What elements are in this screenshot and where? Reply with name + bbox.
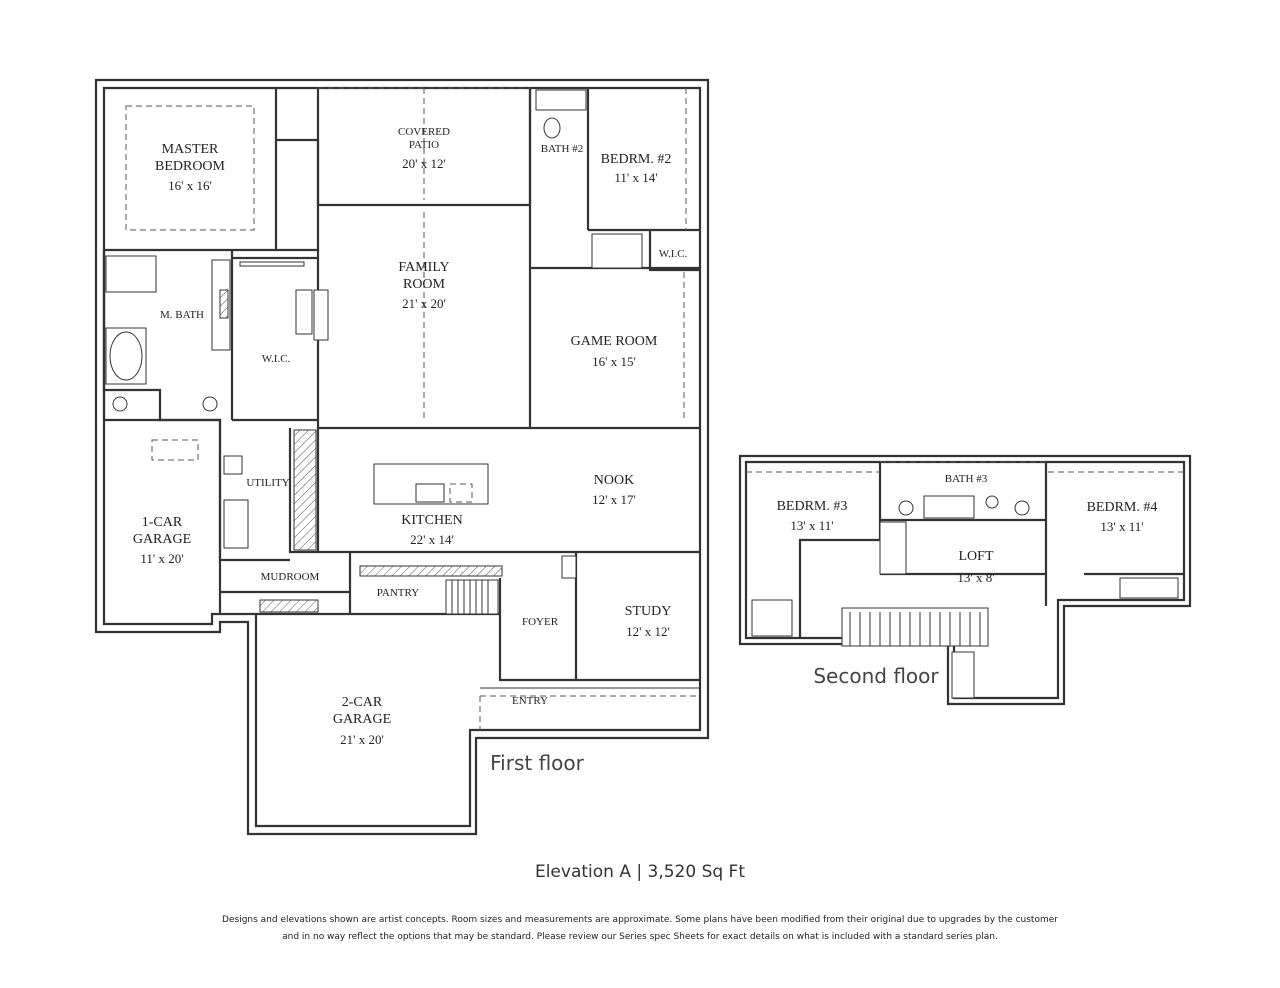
master-bedroom-dimensions: 16' x 16': [168, 178, 212, 193]
bedroom-3-dimensions: 13' x 11': [790, 518, 833, 533]
walk-in-closet-label: W.I.C.: [262, 353, 291, 365]
two-car-garage-label-line2: GARAGE: [333, 712, 391, 727]
one-car-garage-label-line2: GARAGE: [133, 532, 191, 547]
study-label: STUDY: [625, 604, 672, 619]
first-floor-dashed-lines: [125, 87, 700, 730]
bedroom-2-dimensions: 11' x 14': [614, 170, 657, 185]
covered-patio-label-line2: PATIO: [409, 139, 439, 151]
first-floor-walls: [94, 78, 710, 836]
first-floor-label: First floor: [490, 751, 585, 775]
bedroom-2-label: BEDRM. #2: [601, 152, 672, 167]
first-floor-room-labels: MASTER BEDROOM 16' x 16' COVERED PATIO 2…: [133, 126, 688, 747]
kitchen-label: KITCHEN: [401, 513, 462, 528]
covered-patio-label-line1: COVERED: [398, 126, 450, 138]
first-floor-stairs: [445, 579, 499, 615]
first-floor-fixtures: [105, 89, 643, 615]
nook-label: NOOK: [594, 473, 634, 488]
pantry-label: PANTRY: [377, 587, 419, 599]
second-floor-stairs: [841, 607, 989, 647]
bedroom-4-label: BEDRM. #4: [1087, 500, 1158, 515]
walk-in-closet-2-label: W.I.C.: [659, 248, 688, 260]
game-room-label: GAME ROOM: [571, 334, 658, 349]
disclaimer-line-1: Designs and elevations shown are artist …: [222, 915, 1058, 925]
covered-patio-dimensions: 20' x 12': [402, 156, 446, 171]
second-floor-label: Second floor: [813, 664, 939, 688]
bath-2-label: BATH #2: [541, 143, 583, 155]
bedroom-3-label: BEDRM. #3: [777, 499, 848, 514]
bedroom-4-dimensions: 13' x 11': [1100, 519, 1143, 534]
one-car-garage-label-line1: 1-CAR: [142, 515, 183, 530]
master-bath-label: M. BATH: [160, 309, 204, 321]
entry-label: ENTRY: [512, 695, 548, 707]
master-bedroom-label-line1: MASTER: [162, 142, 219, 157]
study-dimensions: 12' x 12': [626, 624, 670, 639]
utility-label: UTILITY: [246, 477, 289, 489]
second-floor-room-labels: BATH #3 BEDRM. #3 13' x 11' BEDRM. #4 13…: [777, 473, 1158, 585]
kitchen-dimensions: 22' x 14': [410, 532, 454, 547]
family-room-dimensions: 21' x 20': [402, 296, 446, 311]
elevation-caption: Elevation A | 3,520 Sq Ft: [534, 862, 746, 882]
mudroom-label: MUDROOM: [261, 571, 320, 583]
one-car-garage-dimensions: 11' x 20': [140, 551, 183, 566]
two-car-garage-dimensions: 21' x 20': [340, 732, 384, 747]
family-room-label-line1: FAMILY: [398, 260, 449, 275]
family-room-label-line2: ROOM: [403, 277, 446, 292]
bath-3-label: BATH #3: [945, 473, 988, 485]
nook-dimensions: 12' x 17': [592, 492, 636, 507]
master-bedroom-label-line2: BEDROOM: [155, 159, 226, 174]
loft-dimensions: 13' x 8': [957, 570, 994, 585]
second-floor-walls: [738, 454, 1192, 706]
two-car-garage-label-line1: 2-CAR: [342, 695, 383, 710]
loft-label: LOFT: [959, 549, 994, 564]
disclaimer-line-2: and in no way reflect the options that m…: [282, 932, 998, 942]
game-room-dimensions: 16' x 15': [592, 354, 636, 369]
disclaimer: Designs and elevations shown are artist …: [140, 912, 1140, 946]
foyer-label: FOYER: [522, 616, 559, 628]
